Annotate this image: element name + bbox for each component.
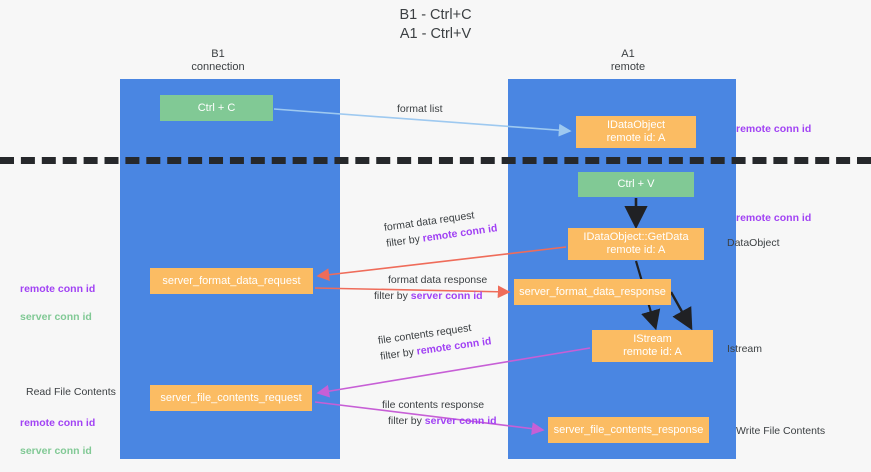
edge-label-format-list: format list [397,101,443,117]
node-server-format-data-request[interactable]: server_format_data_request [150,268,313,294]
section-divider [0,157,871,164]
edge-label-format-data-response-filter: filter by server conn id [374,288,487,304]
edge-label-format-data-response: format data response filter by server co… [374,272,487,304]
edge-label-file-contents-response: file contents response filter by server … [382,397,497,429]
annotation-write-file-contents: Write File Contents [736,425,826,437]
page-title: B1 - Ctrl+C A1 - Ctrl+V [399,7,472,42]
annotation-remote-conn-id-mid: remote conn id [736,212,812,224]
annotation-read-file-contents: Read File Contents [26,386,116,398]
annotation-remote-conn-id-top: remote conn id [736,123,812,135]
filter-prefix: filter by [388,415,425,427]
edge-label-format-list-text: format list [397,103,443,115]
filter-prefix: filter by [385,232,424,250]
annotation-server-conn-id: server conn id [20,311,92,323]
annotation-server-conn-id-2: server conn id [20,445,92,457]
filter-prefix: filter by [374,290,411,302]
annotation-data-object: DataObject [727,237,780,249]
filter-key: server conn id [410,290,483,302]
edge-label-file-contents-response-text: file contents response [382,399,485,411]
edge-label-format-data-request: format data request filter by remote con… [383,204,498,251]
node-server-file-contents-response[interactable]: server_file_contents_response [548,417,709,443]
filter-prefix: filter by [379,345,418,363]
edge-label-format-data-response-text: format data response [388,274,488,286]
node-istream[interactable]: IStream remote id: A [592,330,713,362]
annotation-left-conn-ids-2: remote conn id server conn id [20,402,95,472]
node-ctrl-c[interactable]: Ctrl + C [160,95,273,121]
node-idataobject[interactable]: IDataObject remote id: A [576,116,696,148]
column-header-b1: B1 connection [191,48,245,73]
node-idataobject-getdata[interactable]: IDataObject::GetData remote id: A [568,228,704,260]
node-ctrl-v[interactable]: Ctrl + V [578,172,694,197]
edge-label-file-contents-request: file contents request filter by remote c… [377,317,492,364]
annotation-left-conn-ids: remote conn id server conn id [20,268,95,338]
annotation-remote-conn-id: remote conn id [20,283,96,295]
annotation-istream: Istream [727,343,763,355]
annotation-remote-conn-id-2: remote conn id [20,417,96,429]
node-server-format-data-response[interactable]: server_format_data_response [514,279,671,305]
node-server-file-contents-request[interactable]: server_file_contents_request [150,385,312,411]
edge-label-file-contents-response-filter: filter by server conn id [382,413,497,429]
filter-key: server conn id [424,415,497,427]
column-header-a1: A1 remote [610,48,646,73]
